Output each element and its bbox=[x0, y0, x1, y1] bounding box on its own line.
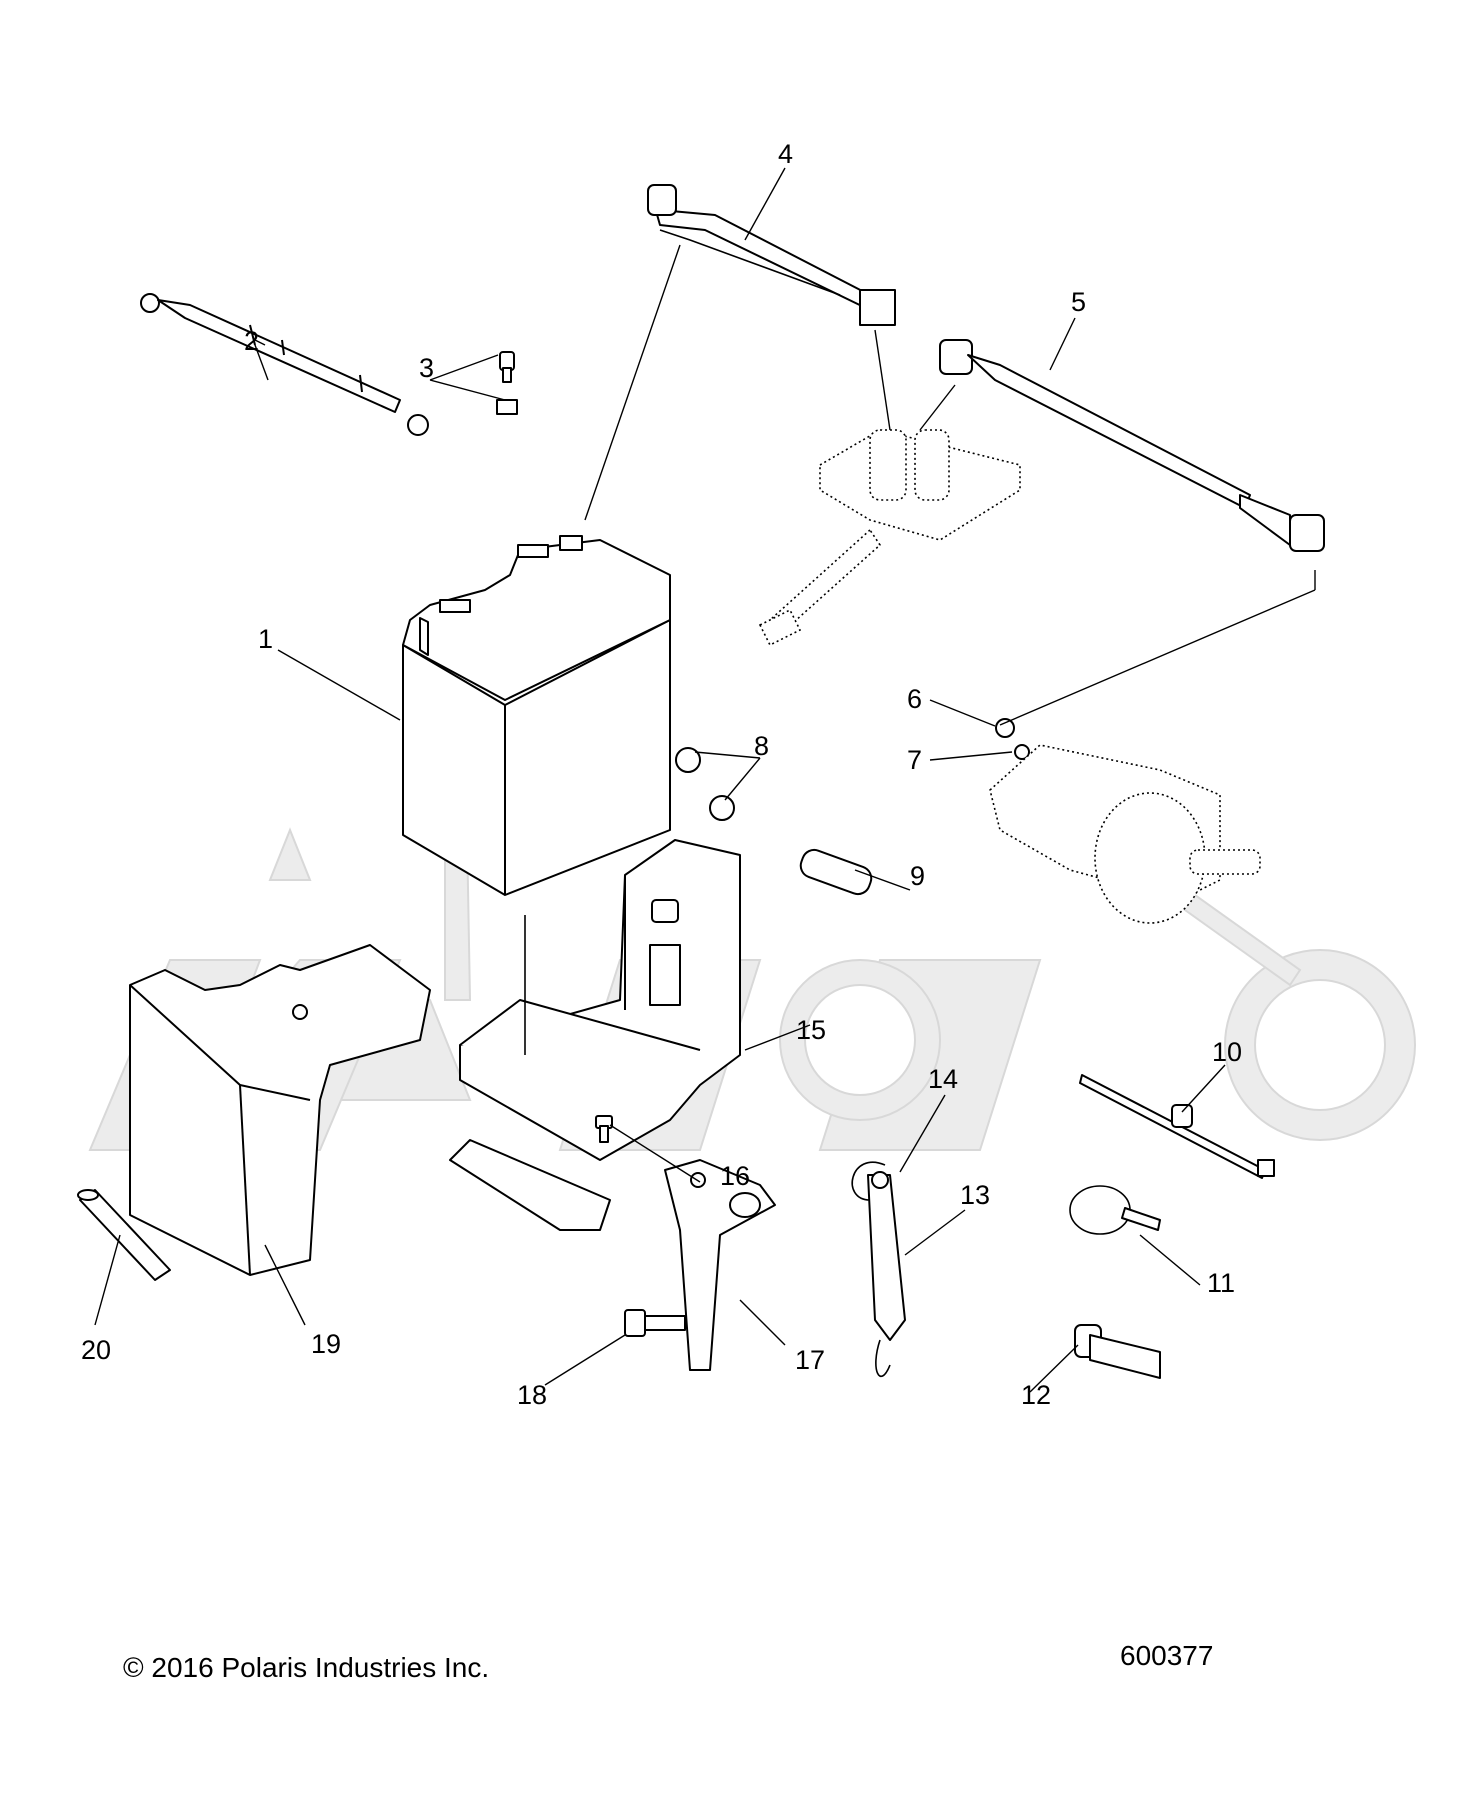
cable-tie-clip bbox=[1079, 1074, 1275, 1179]
callout-15: 15 bbox=[796, 1015, 826, 1045]
drawing-number: 600377 bbox=[1120, 1640, 1214, 1671]
callout-4: 4 bbox=[778, 139, 793, 169]
callout-18: 18 bbox=[517, 1380, 547, 1410]
callout-14: 14 bbox=[928, 1064, 958, 1094]
battery-strap bbox=[867, 1174, 906, 1378]
flange-nuts bbox=[675, 747, 735, 821]
callout-7: 7 bbox=[907, 745, 922, 775]
callout-13: 13 bbox=[960, 1180, 990, 1210]
battery-tray bbox=[449, 839, 741, 1231]
callout-6: 6 bbox=[907, 684, 922, 714]
flange-bolt bbox=[624, 1309, 686, 1337]
spacer bbox=[799, 848, 873, 896]
callout-2: 2 bbox=[244, 326, 259, 356]
leader-lines bbox=[94, 167, 1316, 1393]
callout-11: 11 bbox=[1207, 1268, 1235, 1298]
starter-solenoid bbox=[758, 429, 1021, 647]
callout-numbers: 1 2 3 4 5 6 7 8 9 10 11 12 13 14 15 16 1… bbox=[81, 139, 1242, 1410]
battery-cover bbox=[129, 944, 431, 1276]
callout-9: 9 bbox=[910, 861, 925, 891]
terminal-washer bbox=[1014, 744, 1030, 760]
terminal-nut bbox=[995, 718, 1015, 738]
callout-10: 10 bbox=[1212, 1037, 1242, 1067]
callout-20: 20 bbox=[81, 1335, 111, 1365]
mounting-bracket bbox=[664, 1159, 776, 1371]
battery bbox=[402, 535, 671, 896]
starter-motor bbox=[989, 744, 1261, 924]
callout-16: 16 bbox=[720, 1161, 750, 1191]
protective-tube bbox=[77, 1189, 171, 1281]
copyright-notice: © 2016 Polaris Industries Inc. bbox=[123, 1652, 490, 1683]
positive-cable bbox=[647, 184, 896, 326]
callout-19: 19 bbox=[311, 1329, 341, 1359]
battery-cable-short bbox=[140, 293, 429, 436]
callout-12: 12 bbox=[1021, 1380, 1051, 1410]
callout-17: 17 bbox=[795, 1345, 825, 1375]
strap-hook bbox=[851, 1161, 889, 1201]
terminal-boot bbox=[1074, 1324, 1161, 1379]
starter-cable bbox=[939, 339, 1325, 552]
callout-5: 5 bbox=[1071, 287, 1086, 317]
bolt-and-nut bbox=[496, 351, 518, 415]
callout-8: 8 bbox=[754, 731, 769, 761]
callout-1: 1 bbox=[258, 624, 273, 654]
cable-tie bbox=[1069, 1185, 1161, 1235]
tray-bolt bbox=[595, 1115, 613, 1143]
callout-3: 3 bbox=[419, 353, 434, 383]
